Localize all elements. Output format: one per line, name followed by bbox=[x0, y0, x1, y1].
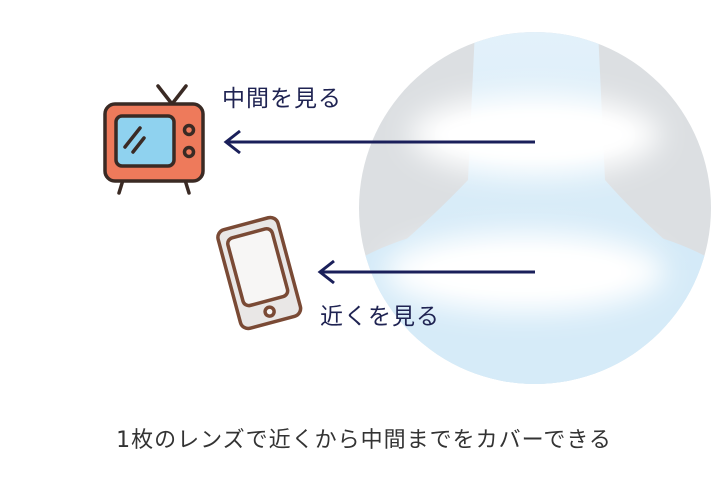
television-icon bbox=[103, 84, 205, 195]
diagram-caption: 1枚のレンズで近くから中間までをカバーできる bbox=[116, 428, 612, 453]
label-near-distance: 近くを見る bbox=[320, 304, 440, 330]
progressive-lens bbox=[359, 32, 711, 384]
label-middle-distance: 中間を見る bbox=[222, 86, 342, 112]
lens-intermediate-core bbox=[440, 113, 630, 157]
smartphone-icon bbox=[216, 215, 303, 331]
arrow-middle bbox=[223, 129, 535, 155]
arrow-near bbox=[317, 259, 535, 285]
